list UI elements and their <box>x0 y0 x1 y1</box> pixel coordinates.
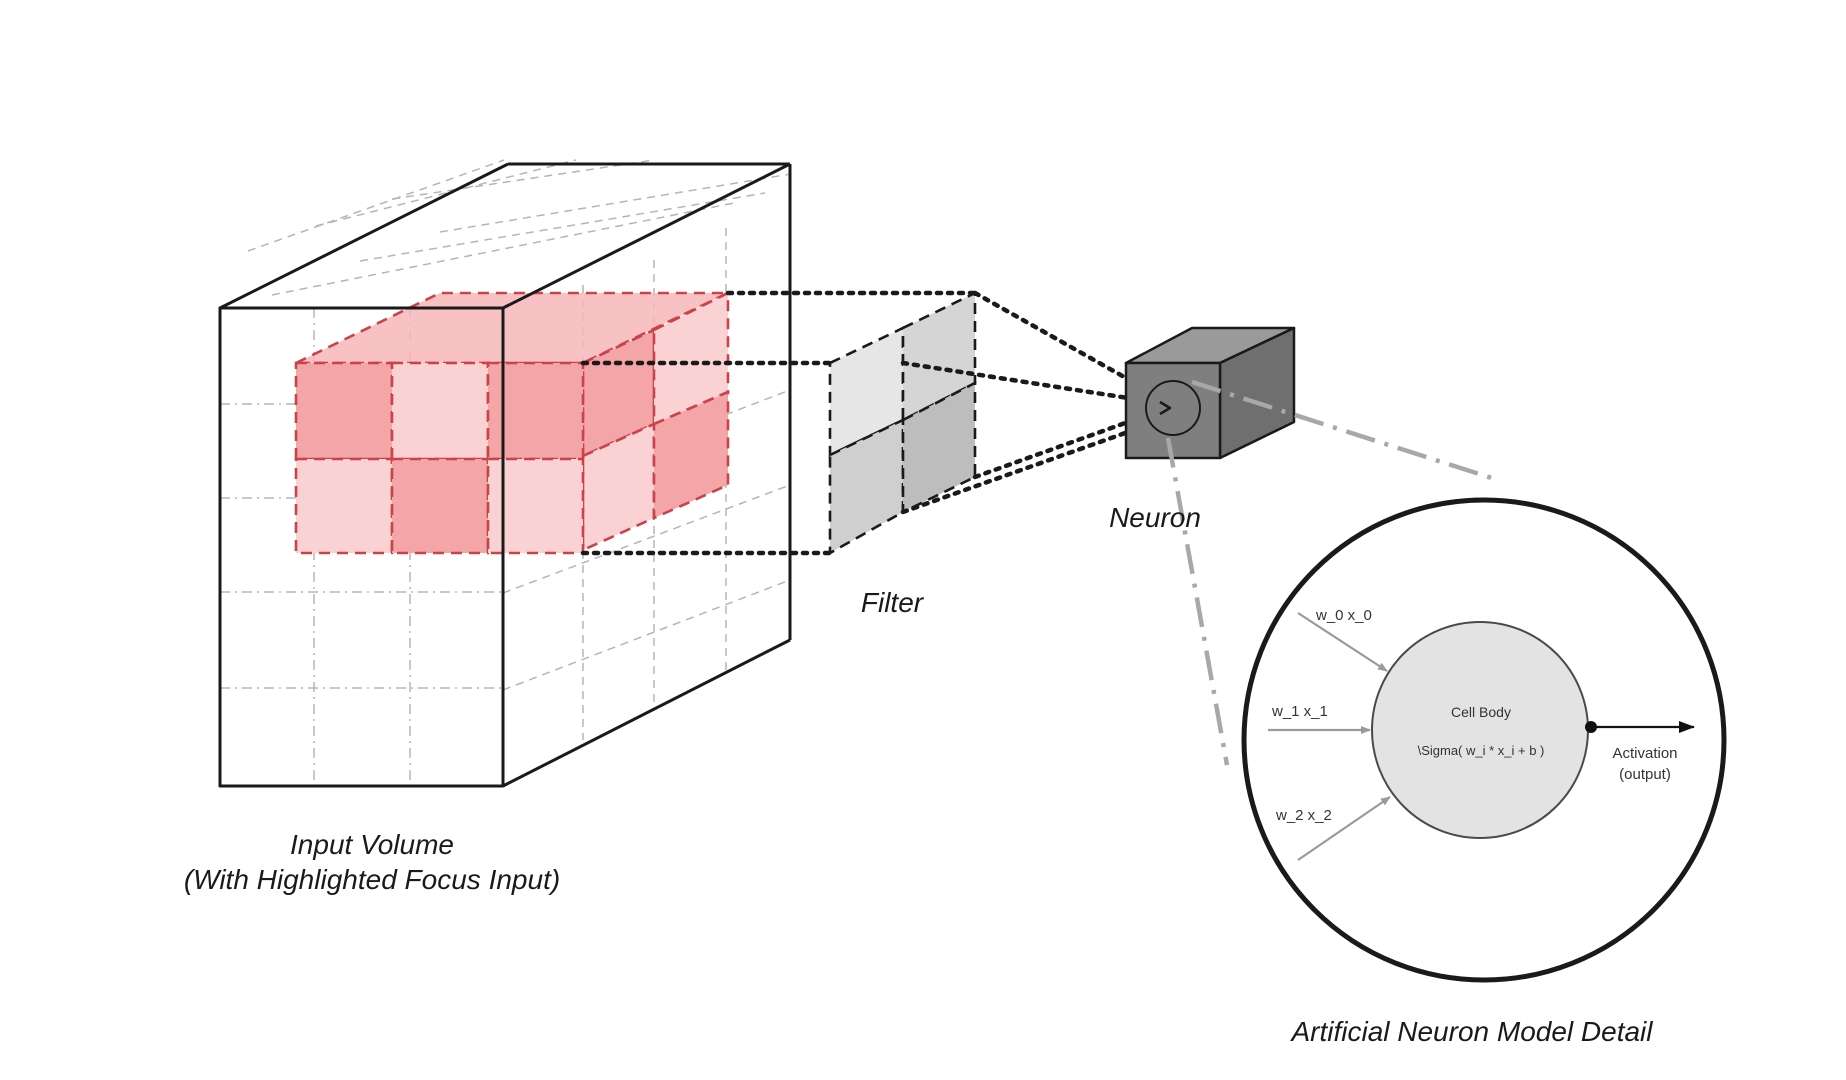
cell-body <box>1371 621 1589 839</box>
projection-filter-to-neuron <box>900 290 1131 515</box>
cell-body-title: Cell Body <box>1451 704 1511 720</box>
input-arrow-0 <box>1297 612 1388 672</box>
filter-caption: Filter <box>861 587 925 618</box>
input-label-2: w_2 x_2 <box>1275 807 1332 824</box>
input-label-0: w_0 x_0 <box>1315 607 1372 624</box>
projection-input-to-filter <box>580 290 978 556</box>
input-volume-caption-line2: (With Highlighted Focus Input) <box>184 864 560 895</box>
input-volume-caption-line1: Input Volume <box>290 829 454 860</box>
input-label-1: w_1 x_1 <box>1271 703 1328 720</box>
output-label-line2: (output) <box>1619 766 1671 783</box>
detail-caption: Artificial Neuron Model Detail <box>1289 1016 1653 1047</box>
input-volume <box>218 159 792 788</box>
cell-body-formula: \Sigma( w_i * x_i + b ) <box>1418 743 1545 758</box>
input-arrow-2 <box>1297 796 1391 861</box>
zoom-lines <box>1165 379 1499 766</box>
highlighted-focus-input <box>294 290 730 555</box>
input-volume-top-grid <box>247 159 792 296</box>
output-label-line1: Activation <box>1612 745 1677 762</box>
neuron-cube <box>1124 326 1296 460</box>
neuron-detail: w_0 x_0 w_1 x_1 w_2 x_2 Cell Body \Sigma… <box>1241 497 1727 983</box>
filter <box>828 290 977 556</box>
input-volume-outline <box>218 162 792 788</box>
neuron-caption: Neuron <box>1109 502 1201 533</box>
